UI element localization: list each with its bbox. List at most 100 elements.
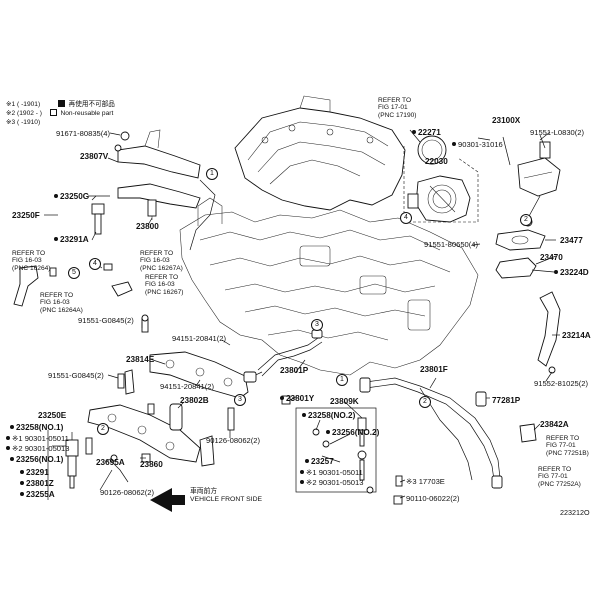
part-label[interactable]: 90126-08062(2) xyxy=(206,436,261,445)
part-label[interactable]: 22271 xyxy=(412,128,441,137)
part-label[interactable]: 91551-G0845(2) xyxy=(78,316,134,325)
refer-note[interactable]: REFER TO FIG 16-03 (PNC 16267A) xyxy=(140,250,183,272)
part-label[interactable]: 23807V xyxy=(80,152,109,161)
part-label[interactable]: 77281P xyxy=(492,396,521,405)
part-label[interactable]: 91552-81025(2) xyxy=(534,379,589,388)
bullet-icon xyxy=(305,459,309,463)
callout-circle[interactable]: 2 xyxy=(419,396,431,408)
part-label[interactable]: 23814E xyxy=(126,355,155,364)
refer-note[interactable]: REFER TO FIG 77-01 (PNC 77251B) xyxy=(546,435,589,457)
part-label[interactable]: 23258(NO.1) xyxy=(10,423,63,432)
part-label[interactable]: 90126-08062(2) xyxy=(100,488,155,497)
part-label[interactable]: ※2 90301-05013 xyxy=(300,478,363,487)
fuel-pump-drawing xyxy=(502,134,561,227)
bullet-icon xyxy=(302,413,306,417)
part-label[interactable]: 23255A xyxy=(20,490,55,499)
bottom-fuel-rail-drawing xyxy=(85,373,235,483)
left-hose-drawing xyxy=(13,265,39,307)
bullet-icon xyxy=(6,436,10,440)
pipe-23801p-drawing xyxy=(257,337,319,371)
part-label[interactable]: 23256(NO.1) xyxy=(10,455,63,464)
bracket-drawing xyxy=(537,291,561,367)
legend-row: ※3 ( -1910) xyxy=(6,119,41,126)
part-label[interactable]: 23224D xyxy=(554,268,589,277)
part-label[interactable]: 23801F xyxy=(420,365,448,374)
part-label[interactable]: 23250F xyxy=(12,211,40,220)
part-label[interactable]: 23800 xyxy=(136,222,159,231)
top-fuel-rail-drawing xyxy=(114,129,216,251)
vehicle-front-label: 車両前方 VEHICLE FRONT SIDE xyxy=(190,488,263,503)
part-label[interactable]: 91551-80650(4) xyxy=(424,240,479,249)
part-label[interactable]: ※2 90301-05013 xyxy=(6,444,69,453)
part-label[interactable]: 23801Z xyxy=(20,479,54,488)
part-label[interactable]: 90301-31016 xyxy=(452,140,503,149)
part-label[interactable]: 23256(NO.2) xyxy=(326,428,379,437)
part-label[interactable]: 23470 xyxy=(540,253,563,262)
part-label[interactable]: 22030 xyxy=(425,157,448,166)
sensor-23842a-drawing xyxy=(519,423,537,443)
front-arrow-icon xyxy=(150,488,185,512)
center-injector-drawing xyxy=(281,395,403,505)
part-label[interactable]: 23801P xyxy=(280,366,309,375)
figure-id: 223212O xyxy=(560,508,590,517)
callout-circle[interactable]: 1 xyxy=(206,168,218,180)
callout-circle[interactable]: 5 xyxy=(68,267,80,279)
part-label[interactable]: 23695A xyxy=(96,458,125,467)
bullet-icon xyxy=(20,492,24,496)
legend-row: ※2 (1902 - ) Non-reusable part xyxy=(6,109,114,117)
callout-circle[interactable]: 1 xyxy=(336,374,348,386)
part-label[interactable]: 23802B xyxy=(180,396,209,405)
bullet-icon xyxy=(10,457,14,461)
part-label[interactable]: 90110-06022(2) xyxy=(406,494,460,503)
refer-note[interactable]: REFER TO FIG 16-03 (PNC 16264) xyxy=(12,250,51,272)
part-label[interactable]: 23801Y xyxy=(280,394,314,403)
filled-square-icon xyxy=(57,100,65,107)
left-injector-drawing xyxy=(88,195,110,235)
bullet-icon xyxy=(326,430,330,434)
part-label[interactable]: 23257 xyxy=(305,457,334,466)
bullet-icon xyxy=(20,481,24,485)
lower-fuel-rail-drawing xyxy=(124,351,263,399)
part-label[interactable]: 91551-G0845(2) xyxy=(48,371,104,380)
part-label[interactable]: 91671-80835(4) xyxy=(56,129,111,138)
refer-note[interactable]: REFER TO FIG 16-03 (PNC 16264A) xyxy=(40,292,83,314)
callout-circle[interactable]: 3 xyxy=(311,319,323,331)
bullet-icon xyxy=(300,470,304,474)
part-label[interactable]: ※1 90301-05011 xyxy=(300,468,363,477)
part-label[interactable]: 23214A xyxy=(562,331,591,340)
callout-circle[interactable]: 3 xyxy=(234,394,246,406)
throttle-body-drawing xyxy=(407,175,471,223)
legend-row: ※1 ( -1901) 再使用不可部品 xyxy=(6,100,115,108)
part-label[interactable]: 23250E xyxy=(38,411,67,420)
part-label[interactable]: 91551-L0830(2) xyxy=(530,128,585,137)
pipe-23801f-drawing xyxy=(365,377,501,479)
part-label[interactable]: 23250G xyxy=(54,192,89,201)
refer-note[interactable]: REFER TO FIG 16-03 (PNC 16267) xyxy=(145,274,184,296)
part-label[interactable]: ※1 90301-05011 xyxy=(6,434,69,443)
bullet-icon xyxy=(412,130,416,134)
bottom-left-injector-drawing xyxy=(47,430,79,500)
engine-block-drawing xyxy=(179,197,479,376)
refer-note[interactable]: REFER TO FIG 17-01 (PNC 17190) xyxy=(378,97,417,119)
callout-circle[interactable]: 2 xyxy=(97,423,109,435)
part-label[interactable]: 23842A xyxy=(540,420,569,429)
callout-circle[interactable]: 4 xyxy=(400,212,412,224)
part-label[interactable]: 23291 xyxy=(20,468,49,477)
part-label[interactable]: 23477 xyxy=(560,236,583,245)
part-label[interactable]: 23100X xyxy=(492,116,521,125)
part-label[interactable]: 23809K xyxy=(330,397,359,406)
bullet-icon xyxy=(10,425,14,429)
part-label[interactable]: 23291A xyxy=(54,235,89,244)
bullet-icon xyxy=(54,237,58,241)
part-label[interactable]: 94151-20841(2) xyxy=(172,334,227,343)
part-label[interactable]: ※3 17703E xyxy=(406,477,445,486)
bullet-icon xyxy=(300,480,304,484)
part-label[interactable]: 23860 xyxy=(140,460,163,469)
pump-plate-drawing xyxy=(495,229,546,251)
callout-circle[interactable]: 2 xyxy=(520,214,532,226)
callout-circle[interactable]: 4 xyxy=(89,258,101,270)
part-label[interactable]: 23258(NO.2) xyxy=(302,411,355,420)
part-label[interactable]: 94151-20841(2) xyxy=(160,382,215,391)
refer-note[interactable]: REFER TO FIG 77-01 (PNC 77252A) xyxy=(538,466,581,488)
